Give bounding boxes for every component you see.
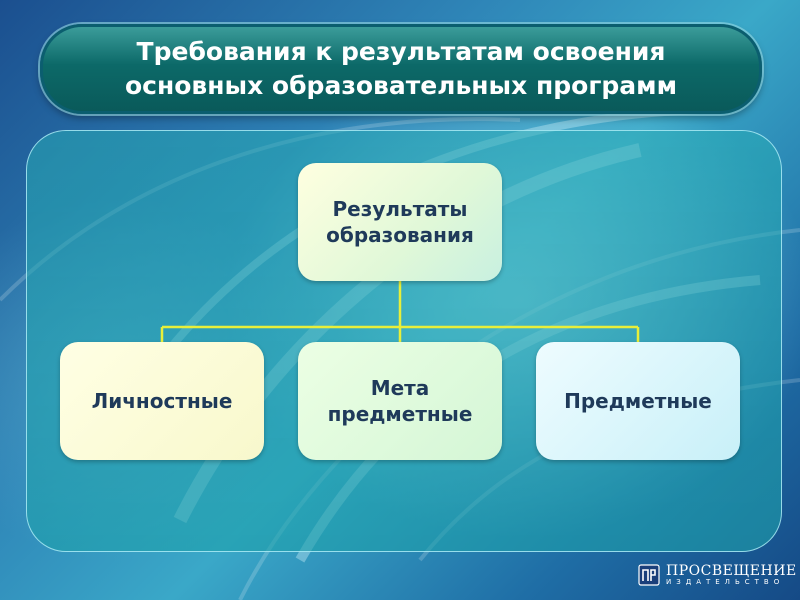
title-line-1: Требования к результатам освоения <box>136 37 666 66</box>
node-root-line-2: образования <box>326 223 474 247</box>
node-metasubject: Мета предметные <box>298 342 502 460</box>
publisher-subtitle: ИЗДАТЕЛЬСТВО <box>666 577 785 586</box>
node-meta-line-2: предметные <box>327 402 473 426</box>
publisher-logo-icon <box>638 564 660 586</box>
publisher-name: ПРОСВЕЩЕНИЕ <box>666 562 797 579</box>
publisher-logo: ПРОСВЕЩЕНИЕ ИЗДАТЕЛЬСТВО <box>638 563 797 587</box>
node-personal: Личностные <box>60 342 264 460</box>
node-subject-label: Предметные <box>564 389 712 413</box>
title-line-2: основных образовательных программ <box>124 71 678 100</box>
title-banner: Требования к результатам освоения основн… <box>40 24 762 114</box>
node-subject: Предметные <box>536 342 740 460</box>
node-education-results: Результаты образования <box>298 163 502 281</box>
node-personal-label: Личностные <box>91 389 233 413</box>
node-root-line-1: Результаты <box>332 197 468 221</box>
node-meta-line-1: Мета <box>370 376 430 400</box>
